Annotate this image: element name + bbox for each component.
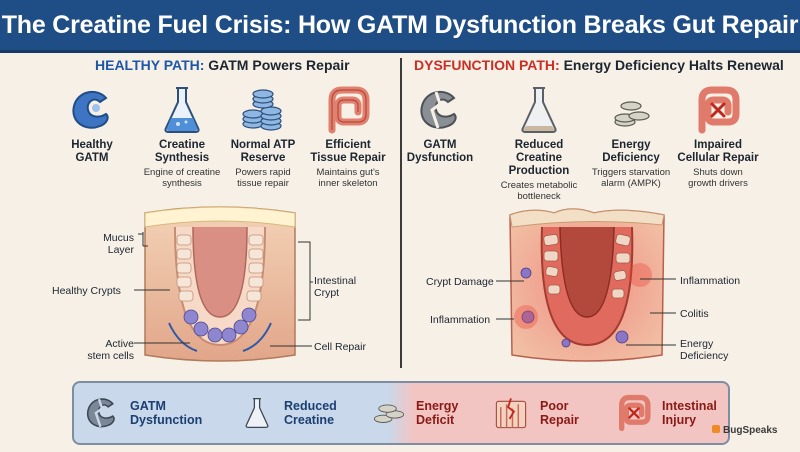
damaged-intestine-icon — [698, 86, 740, 134]
step-title-line1: Normal ATP — [230, 139, 296, 151]
brand-mark-icon — [712, 425, 720, 433]
center-divider — [400, 58, 402, 368]
step-desc-line2: synthesis — [162, 178, 202, 189]
label-line1: Energy — [680, 338, 714, 350]
label-line2: Crypt — [314, 287, 340, 299]
page-title: The Creatine Fuel Crisis: How GATM Dysfu… — [1, 11, 799, 39]
step-title-line1: Energy — [611, 139, 651, 151]
step-title-line1: GATM — [423, 139, 457, 151]
dysfunction-path-subtitle: Energy Deficiency Halts Renewal — [563, 57, 784, 73]
step-title-line2: Deficiency — [602, 152, 660, 164]
chain-line2: Creatine — [284, 413, 335, 427]
chain-line1: Energy — [416, 399, 459, 413]
healthy-path-heading: HEALTHY PATH: GATM Powers Repair — [95, 57, 350, 73]
chain-line1: Poor — [540, 399, 569, 413]
step-title-line2: Dysfunction — [406, 152, 474, 164]
step-desc-line2: tissue repair — [237, 178, 289, 189]
label-cell-repair: Cell Repair — [314, 341, 366, 353]
label-inflammation-left: Inflammation — [430, 314, 491, 326]
title-banner: The Creatine Fuel Crisis: How GATM Dysfu… — [0, 0, 800, 53]
step-title-line1: Efficient — [325, 139, 371, 151]
chain-line2: Dysfunction — [130, 413, 203, 427]
broken-gatm-icon — [86, 398, 115, 428]
step-title-line1: Creatine — [158, 139, 206, 151]
chain-line2: Repair — [540, 413, 579, 427]
label-inflammation-right: Inflammation — [680, 275, 741, 287]
few-coins-icon — [373, 404, 405, 423]
label-colitis: Colitis — [680, 308, 709, 320]
step-desc-line1: Creates metabolic — [500, 180, 578, 191]
brand-name: BugSpeaks — [723, 425, 778, 436]
damaged-crypt-illustration — [509, 208, 665, 362]
step-title-line2: GATM — [75, 152, 109, 164]
dysfunction-path-heading: DYSFUNCTION PATH: Energy Deficiency Halt… — [414, 57, 784, 73]
step-title-line1: Impaired — [694, 139, 742, 151]
intestine-icon — [328, 86, 370, 134]
step-desc-line2: alarm (AMPK) — [601, 178, 661, 189]
label-line2: Layer — [107, 244, 134, 256]
step-title-line2: Cellular Repair — [677, 152, 759, 164]
few-coins-icon — [614, 101, 650, 127]
label-line2: stem cells — [87, 350, 134, 362]
label-line1: Intestinal — [314, 275, 357, 287]
gatm-enzyme-icon — [72, 90, 109, 129]
step-desc-line2: growth drivers — [688, 178, 748, 189]
step-title-line2: Synthesis — [154, 152, 210, 164]
chain-line1: GATM — [130, 399, 166, 413]
atp-coins-icon — [242, 89, 282, 131]
step-title-line2: Production — [508, 165, 570, 177]
empty-flask-icon — [245, 397, 269, 429]
healthy-crypt-illustration — [144, 206, 296, 362]
label-healthy-crypts: Healthy Crypts — [52, 285, 121, 297]
broken-gatm-icon — [420, 90, 457, 129]
label-crypt-damage: Crypt Damage — [426, 276, 494, 288]
broken-tissue-icon — [495, 398, 527, 429]
step-desc-line1: Triggers starvation — [591, 167, 671, 178]
chain-line1: Intestinal — [662, 399, 717, 413]
healthy-path-subtitle: GATM Powers Repair — [208, 57, 350, 73]
brand-logo: BugSpeaks — [712, 425, 777, 436]
label-line1: Active — [105, 338, 134, 350]
chain-line2: Injury — [662, 413, 697, 427]
step-desc-line1: Engine of creatine — [143, 167, 221, 178]
flask-icon — [164, 87, 200, 133]
step-desc-line1: Maintains gut's — [316, 167, 380, 178]
step-desc-line1: Powers rapid — [235, 167, 291, 178]
step-desc-line1: Shuts down — [693, 167, 743, 178]
label-line1: Mucus — [103, 232, 134, 244]
label-line2: Deficiency — [680, 350, 729, 362]
chain-line1: Reduced — [284, 399, 337, 413]
step-desc-line2: bottleneck — [517, 191, 561, 202]
healthy-path-keyword: HEALTHY PATH: — [95, 57, 205, 73]
chain-line2: Deficit — [416, 413, 455, 427]
dysfunction-path-keyword: DYSFUNCTION PATH: — [414, 57, 560, 73]
damaged-intestine-icon — [619, 394, 651, 432]
step-title-line2: Tissue Repair — [310, 152, 386, 164]
empty-flask-icon — [521, 87, 557, 133]
step-title-line1: Reduced Creatine — [514, 139, 564, 164]
step-title-line2: Reserve — [240, 152, 286, 164]
step-title-line1: Healthy — [71, 139, 113, 151]
step-desc-line2: inner skeleton — [318, 178, 378, 189]
